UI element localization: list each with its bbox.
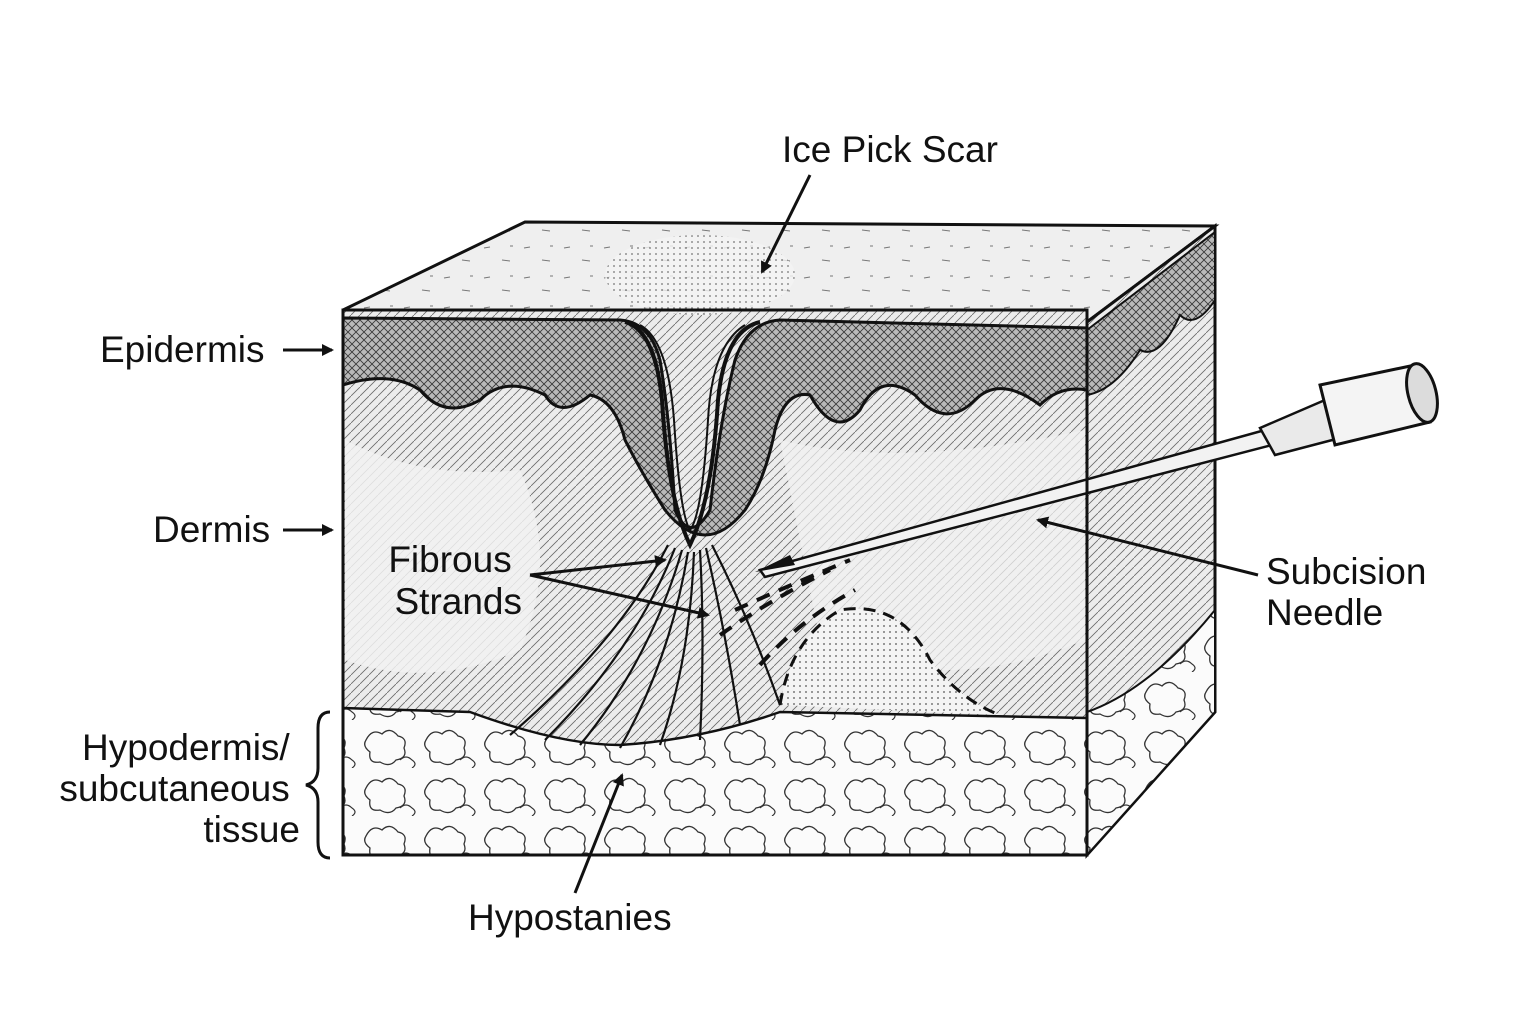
ice-pick-scar-label: Ice Pick Scar [782, 129, 998, 170]
epidermis-layer [341, 316, 1089, 537]
subcision-needle [755, 362, 1439, 579]
hypodermis-layer [341, 706, 1089, 857]
fibrous-strands-label: Fibrous Strands [388, 539, 522, 622]
cut-strand-dashes [718, 558, 856, 667]
released-pocket [778, 607, 1001, 717]
hypodermis-brace [305, 710, 331, 860]
fibrous-strands-arrow-2 [529, 573, 710, 619]
hypodermis-line-2: subcutaneous [59, 768, 289, 809]
scar-stipple [605, 235, 795, 315]
hypostanies-label: Hypostanies [468, 897, 672, 938]
fibrous-strands-arrow-1 [529, 555, 667, 577]
side-epidermis-band [1086, 229, 1216, 397]
fibrous-strands-line-2: Strands [394, 581, 522, 622]
ice-pick-scar-arrow [760, 174, 812, 274]
hypodermis-label: Hypodermis/ subcutaneous tissue [59, 727, 300, 850]
subcision-needle-label: Subcision Needle [1266, 551, 1437, 633]
subcision-needle-line-2: Needle [1266, 592, 1383, 633]
hypodermis-line-3: tissue [203, 809, 300, 850]
dermis-label: Dermis [153, 509, 270, 550]
scar-pit-outline [624, 320, 761, 550]
subcision-needle-line-1: Subcision [1266, 551, 1426, 592]
side-hypodermis-band [1086, 607, 1216, 858]
block-front-outline [341, 308, 1089, 857]
fibrous-strands [509, 544, 782, 749]
epidermis-label: Epidermis [100, 329, 265, 370]
hypodermis-line-1: Hypodermis/ [82, 727, 290, 768]
scar-pit-inner [639, 324, 746, 532]
dermis-light-area [345, 440, 540, 673]
hypostanies-arrow [573, 773, 624, 894]
subcision-needle-arrow [1036, 516, 1259, 577]
fibrous-strands-line-1: Fibrous [388, 539, 511, 580]
